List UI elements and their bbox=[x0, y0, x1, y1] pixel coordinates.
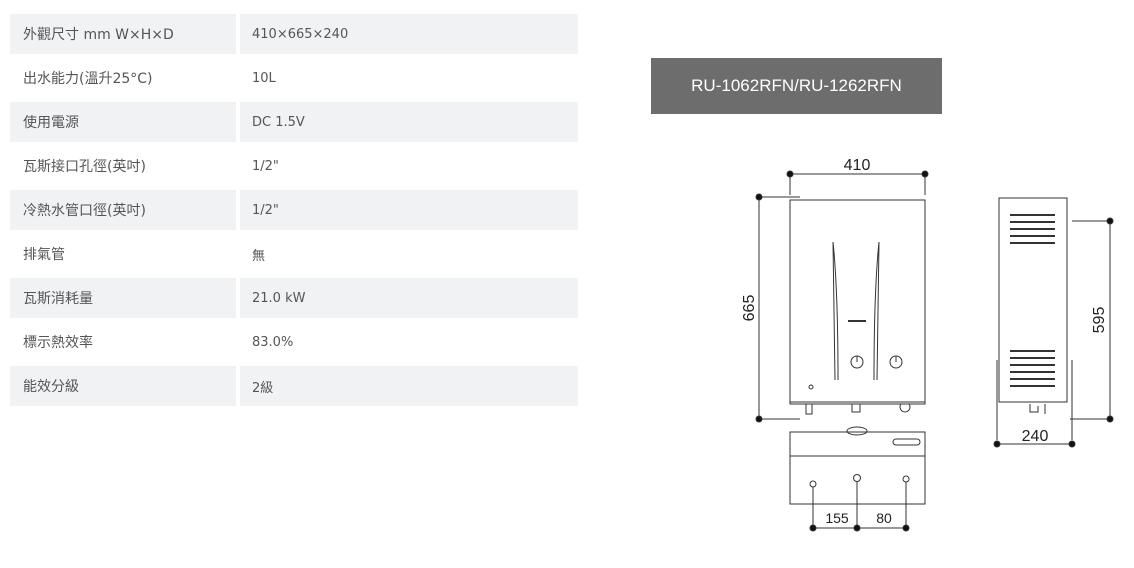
spec-label: 排氣管 bbox=[23, 247, 65, 263]
spec-label: 冷熱水管口徑(英吋) bbox=[10, 190, 236, 230]
model-title: RU-1062RFN/RU-1262RFN bbox=[651, 58, 942, 114]
height-label: 665 bbox=[741, 295, 758, 322]
spec-value: 410×665×240 bbox=[240, 14, 578, 54]
table-row: 標示熱效率 83.0% bbox=[10, 322, 578, 362]
spec-value: 1/2" bbox=[252, 158, 279, 174]
table-row: 排氣管 無 bbox=[10, 234, 578, 274]
spec-label: 出水能力(溫升25°C) bbox=[23, 71, 153, 87]
spec-label: 瓦斯接口孔徑(英吋) bbox=[23, 159, 146, 175]
spec-value: 83.0% bbox=[252, 334, 294, 350]
spec-label: 使用電源 bbox=[10, 102, 236, 142]
spec-value: DC 1.5V bbox=[240, 102, 578, 142]
front-view bbox=[789, 199, 926, 415]
pipe-spacing-2-label: 80 bbox=[876, 510, 892, 526]
side-height-label: 595 bbox=[1091, 307, 1108, 334]
spec-value: 2級 bbox=[240, 366, 578, 406]
spec-value: 10L bbox=[252, 70, 276, 86]
spec-label: 瓦斯消耗量 bbox=[10, 278, 236, 318]
table-row: 冷熱水管口徑(英吋)1/2" bbox=[10, 190, 578, 230]
spec-value: 無 bbox=[252, 248, 266, 264]
width-label: 410 bbox=[844, 157, 871, 174]
side-view bbox=[993, 197, 1114, 448]
spec-value: 1/2" bbox=[240, 190, 578, 230]
spec-label: 標示熱效率 bbox=[23, 335, 93, 351]
table-row: 瓦斯接口孔徑(英吋) 1/2" bbox=[10, 146, 578, 186]
pipe-spacing-1-label: 155 bbox=[825, 510, 849, 526]
bottom-view bbox=[789, 426, 926, 532]
spec-label: 外觀尺寸 mm W×H×D bbox=[10, 14, 236, 54]
spec-label: 能效分級 bbox=[10, 366, 236, 406]
depth-label: 240 bbox=[1022, 428, 1049, 445]
spec-value: 21.0 kW bbox=[240, 278, 578, 318]
table-row: 出水能力(溫升25°C) 10L bbox=[10, 58, 578, 98]
